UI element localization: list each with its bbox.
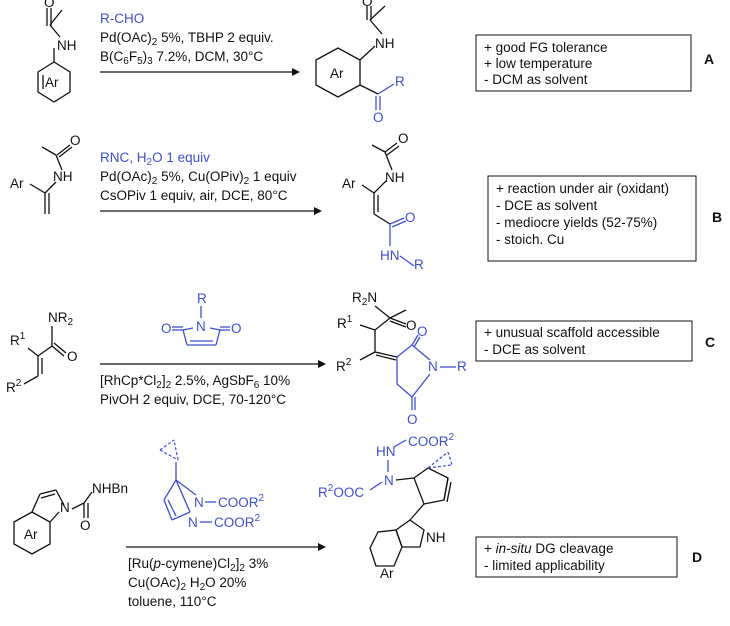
note-2: - DCE as solvent bbox=[496, 198, 598, 213]
ar-label: Ar bbox=[342, 176, 356, 191]
bicyclic-reagent: N N COOR2 COOR2 bbox=[159, 439, 265, 530]
condition-line-3: B(C6F5)3 7.2%, DCM, 30°C bbox=[100, 49, 263, 67]
coor2-label: COOR2 bbox=[408, 432, 455, 449]
note-4: - stoich. Cu bbox=[496, 232, 564, 247]
ar-label: Ar bbox=[24, 527, 38, 542]
r-label: R bbox=[395, 74, 405, 89]
reactant-b: Ar NH O bbox=[10, 133, 81, 214]
o-label: O bbox=[373, 110, 384, 125]
nh-label: NH bbox=[375, 36, 395, 51]
nh-label: NH bbox=[57, 38, 77, 53]
o-label: O bbox=[407, 412, 418, 427]
note-2: - limited applicability bbox=[484, 558, 605, 573]
hn-label: HN bbox=[380, 248, 400, 263]
note-3: - DCM as solvent bbox=[484, 72, 588, 87]
note-3: - mediocre yields (52-75%) bbox=[496, 215, 657, 230]
panel-label: C bbox=[705, 334, 715, 350]
n-label: N bbox=[60, 500, 70, 515]
coor2-label: COOR2 bbox=[218, 493, 265, 510]
condition-line-2: Cu(OAc)2 H2O 20% bbox=[128, 575, 246, 593]
product-c: R2N O R1 R2 O N R bbox=[336, 290, 467, 427]
coor2-label: COOR2 bbox=[214, 513, 261, 530]
notes-box bbox=[475, 320, 693, 362]
condition-line-1: RNC, H2O 1 equiv bbox=[100, 150, 210, 168]
n-label: N bbox=[188, 515, 198, 530]
r2-label: R2 bbox=[6, 378, 22, 395]
o-label: O bbox=[70, 133, 81, 148]
nh-label: NH bbox=[426, 530, 446, 545]
notes-box bbox=[487, 175, 697, 262]
panel-label: A bbox=[704, 51, 714, 67]
notes-box bbox=[475, 536, 678, 578]
r2n-label: R2N bbox=[352, 290, 377, 308]
product-a: Ar NH O R O bbox=[315, 0, 405, 125]
o-label: O bbox=[67, 349, 78, 364]
o-label: O bbox=[405, 210, 416, 225]
o-label: O bbox=[231, 321, 242, 336]
hn-label: HN bbox=[376, 444, 396, 459]
panel-label: B bbox=[712, 209, 722, 225]
ar-label: Ar bbox=[380, 566, 394, 581]
nhbn-label: NHBn bbox=[92, 481, 128, 496]
note-1: + in-situ DG cleavage bbox=[484, 541, 613, 556]
panel-a: Ar NH O R-CHO Pd(OAc)2 5%, TBHP 2 equiv.… bbox=[37, 0, 714, 125]
n-label: N bbox=[384, 473, 394, 488]
r2-label: R2 bbox=[336, 357, 352, 374]
product-b: Ar NH O O HN R bbox=[342, 131, 424, 272]
o-label: O bbox=[398, 131, 409, 146]
o-label: O bbox=[161, 321, 172, 336]
panel-d: Ar N NHBn O N N bbox=[13, 432, 702, 609]
r1-label: R1 bbox=[337, 314, 353, 331]
panel-c: NR2 O R1 R2 R N O bbox=[6, 290, 715, 427]
r-label: R bbox=[414, 257, 424, 272]
panel-b: Ar NH O RNC, H2O 1 equiv Pd(OAc)2 5%, Cu… bbox=[10, 131, 722, 272]
condition-line-1: R-CHO bbox=[100, 11, 144, 26]
note-2: + low temperature bbox=[484, 56, 592, 71]
o-label: O bbox=[44, 0, 55, 10]
nh-label: NH bbox=[53, 169, 73, 184]
reactant-d: Ar N NHBn O bbox=[13, 481, 128, 555]
condition-line-2: Pd(OAc)2 5%, TBHP 2 equiv. bbox=[100, 30, 274, 48]
condition-line-1: [RhCp*Cl2]2 2.5%, AgSbF6 10% bbox=[100, 373, 290, 391]
n-label: N bbox=[428, 359, 438, 374]
r1-label: R1 bbox=[10, 331, 26, 348]
note-1: + good FG tolerance bbox=[484, 40, 607, 55]
r-label: R bbox=[197, 291, 207, 306]
r2ooc-label: R2OOC bbox=[318, 483, 364, 500]
ar-label: Ar bbox=[330, 66, 344, 81]
nr2-label: NR2 bbox=[48, 310, 74, 328]
condition-line-3: toluene, 110°C bbox=[128, 594, 217, 609]
nh-label: NH bbox=[385, 170, 405, 185]
note-2: - DCE as solvent bbox=[484, 342, 586, 357]
o-label: O bbox=[80, 518, 91, 533]
condition-line-1: [Ru(p-cymene)Cl2]2 3% bbox=[128, 556, 268, 574]
condition-line-2: PivOH 2 equiv, DCE, 70-120°C bbox=[100, 392, 286, 407]
o-label: O bbox=[362, 0, 373, 9]
r-label: R bbox=[457, 359, 467, 374]
ar-label: Ar bbox=[10, 176, 24, 191]
condition-line-2: Pd(OAc)2 5%, Cu(OPiv)2 1 equiv bbox=[100, 169, 297, 187]
ar-label: Ar bbox=[45, 75, 59, 90]
notes-box bbox=[475, 34, 692, 92]
note-1: + unusual scaffold accessible bbox=[484, 325, 660, 340]
o-label: O bbox=[406, 318, 417, 333]
reactant-c: NR2 O R1 R2 bbox=[6, 310, 78, 395]
product-d: HN COOR2 N R2OOC NH Ar bbox=[318, 432, 455, 581]
o-label: O bbox=[417, 324, 428, 339]
panel-label: D bbox=[692, 549, 702, 565]
maleimide-reagent: R N O O bbox=[161, 291, 242, 346]
note-1: + reaction under air (oxidant) bbox=[496, 181, 669, 196]
n-label: N bbox=[194, 495, 204, 510]
condition-line-3: CsOPiv 1 equiv, air, DCE, 80°C bbox=[100, 188, 288, 203]
n-label: N bbox=[196, 319, 206, 334]
reactant-a: Ar NH O bbox=[37, 0, 77, 103]
